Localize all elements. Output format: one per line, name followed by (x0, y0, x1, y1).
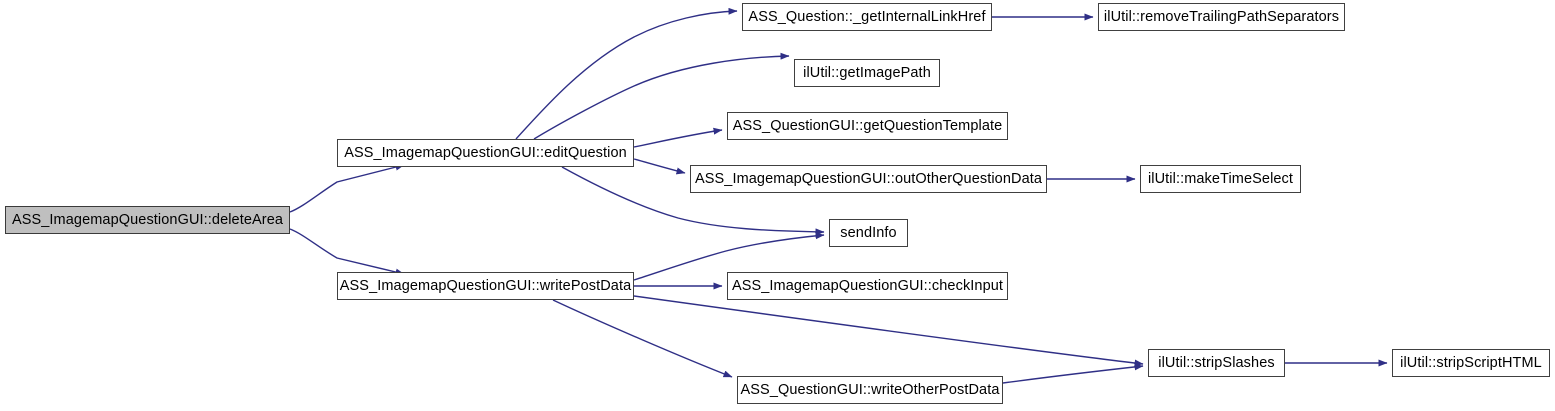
graph-node-label: ASS_ImagemapQuestionGUI::editQuestion (344, 144, 627, 161)
graph-node-deleteArea: ASS_ImagemapQuestionGUI::deleteArea (5, 206, 290, 234)
graph-node-writePostData[interactable]: ASS_ImagemapQuestionGUI::writePostData (337, 272, 634, 300)
graph-edge-editQuestion-to-sendInfo (561, 166, 825, 236)
graph-edge-editQuestion-to-getInternalLinkHref (515, 7, 738, 140)
graph-node-outOtherQuestionData[interactable]: ASS_ImagemapQuestionGUI::outOtherQuestio… (690, 165, 1047, 193)
graph-node-getImagePath[interactable]: ilUtil::getImagePath (794, 59, 940, 87)
graph-node-label: ilUtil::makeTimeSelect (1147, 170, 1294, 187)
graph-node-label: ilUtil::getImagePath (803, 64, 931, 81)
graph-edge-editQuestion-to-outOtherQuestionData (633, 158, 686, 175)
edges-group (289, 7, 1388, 384)
graph-node-getInternalLinkHref[interactable]: ASS_Question::_getInternalLinkHref (742, 3, 992, 31)
graph-node-getQuestionTemplate[interactable]: ASS_QuestionGUI::getQuestionTemplate (727, 112, 1008, 140)
graph-node-label: ASS_ImagemapQuestionGUI::deleteArea (11, 211, 284, 228)
graph-node-removeTrailingPathSeparators[interactable]: ilUtil::removeTrailingPathSeparators (1098, 3, 1345, 31)
graph-node-label: ASS_Question::_getInternalLinkHref (748, 8, 986, 25)
graph-edge-editQuestion-to-getImagePath (533, 52, 790, 140)
graph-node-makeTimeSelect[interactable]: ilUtil::makeTimeSelect (1140, 165, 1301, 193)
graph-edge-writePostData-to-stripSlashes (633, 295, 1144, 367)
graph-edge-writeOtherPostData-to-stripSlashes (1002, 363, 1144, 384)
graph-node-label: ASS_ImagemapQuestionGUI::writePostData (339, 277, 632, 294)
graph-node-label: ASS_QuestionGUI::writeOtherPostData (740, 381, 1000, 398)
graph-node-label: sendInfo (840, 224, 897, 241)
graph-node-editQuestion[interactable]: ASS_ImagemapQuestionGUI::editQuestion (337, 139, 634, 167)
graph-node-label: ilUtil::removeTrailingPathSeparators (1103, 8, 1340, 25)
graph-edge-editQuestion-to-getQuestionTemplate (633, 127, 723, 148)
graph-edge-deleteArea-to-editQuestion (289, 163, 405, 213)
graph-node-stripSlashes[interactable]: ilUtil::stripSlashes (1148, 349, 1285, 377)
graph-node-label: ASS_ImagemapQuestionGUI::checkInput (731, 277, 1004, 294)
graph-edge-writePostData-to-writeOtherPostData (552, 299, 733, 378)
graph-edge-deleteArea-to-writePostData (289, 228, 405, 276)
graph-node-writeOtherPostData[interactable]: ASS_QuestionGUI::writeOtherPostData (737, 376, 1003, 404)
graph-node-label: ilUtil::stripScriptHTML (1400, 354, 1542, 371)
graph-node-label: ASS_QuestionGUI::getQuestionTemplate (732, 117, 1003, 134)
graph-node-label: ilUtil::stripSlashes (1158, 354, 1275, 371)
graph-edge-writePostData-to-sendInfo (633, 232, 825, 281)
graph-node-checkInput[interactable]: ASS_ImagemapQuestionGUI::checkInput (727, 272, 1008, 300)
graph-node-stripScriptHTML[interactable]: ilUtil::stripScriptHTML (1392, 349, 1550, 377)
graph-node-sendInfo[interactable]: sendInfo (829, 219, 908, 247)
graph-node-label: ASS_ImagemapQuestionGUI::outOtherQuestio… (694, 170, 1043, 187)
